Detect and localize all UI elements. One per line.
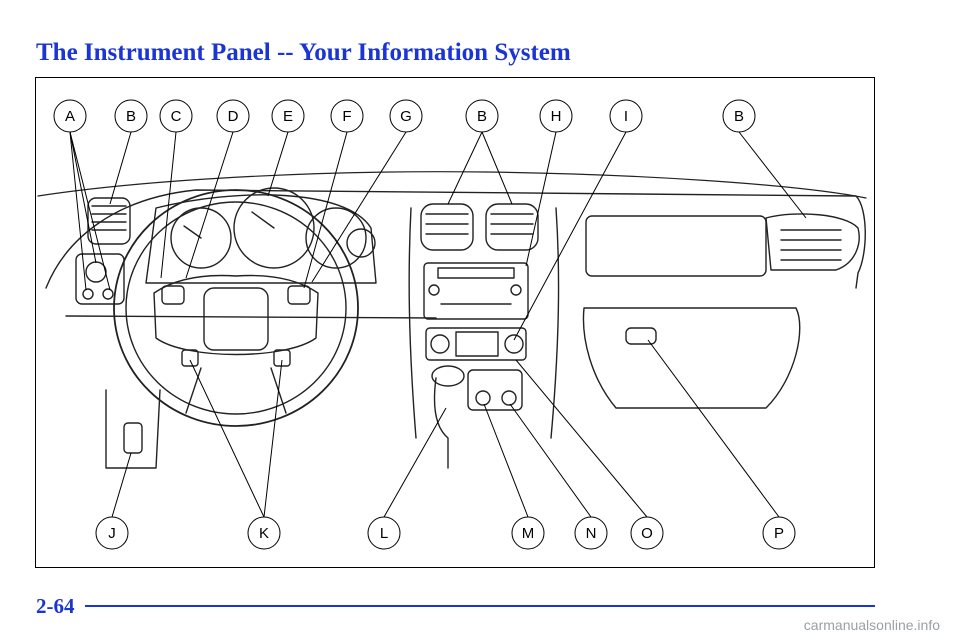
callout-d: D <box>228 108 239 125</box>
callout-p: P <box>774 525 784 542</box>
footer-rule <box>85 605 875 607</box>
callout-b-center: B <box>477 108 487 125</box>
callout-c: C <box>171 108 182 125</box>
callout-k: K <box>259 525 269 542</box>
audio-system <box>423 262 529 320</box>
instrument-panel-diagram: A B C D E F G B H I B J K L M N O P <box>35 77 875 568</box>
left-air-vent <box>87 197 131 245</box>
instrument-panel-illustration: A B C D E F G B H I B J K L M N O P <box>37 99 867 550</box>
callout-l: L <box>380 525 388 542</box>
center-air-vents <box>420 203 539 251</box>
callout-b-right: B <box>734 108 744 125</box>
callout-h: H <box>551 108 562 125</box>
callout-i: I <box>624 108 628 125</box>
callout-m: M <box>522 525 535 542</box>
climate-controls <box>425 327 527 361</box>
watermark: carmanualsonline.info <box>803 617 940 633</box>
page-number: 2-64 <box>36 594 75 618</box>
page-title: The Instrument Panel -- Your Information… <box>36 39 571 66</box>
callout-a: A <box>65 108 75 125</box>
callout-b: B <box>126 108 136 125</box>
callout-e: E <box>283 108 293 125</box>
right-air-vent <box>765 213 860 271</box>
callout-o: O <box>641 525 653 542</box>
callout-n: N <box>586 525 597 542</box>
callout-g: G <box>400 108 412 125</box>
callout-j: J <box>108 525 116 542</box>
callout-f: F <box>342 108 351 125</box>
